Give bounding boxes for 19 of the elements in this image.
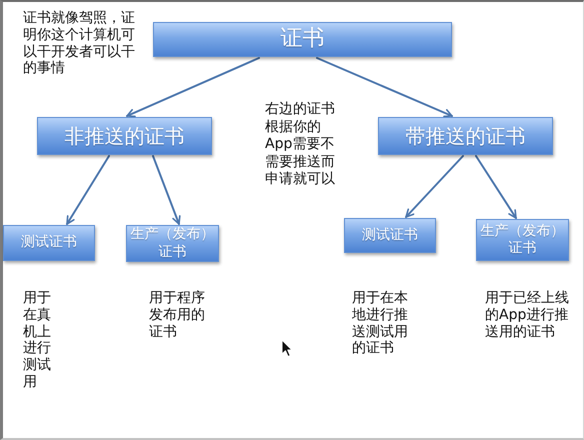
process-box: 测试证书 [3,225,95,261]
arrow [152,155,181,225]
description-text: 用于已经上线的App进行推送用的证书 [485,290,570,340]
description-text: 用于程序发布用的证书 [149,290,206,340]
process-box: 测试证书 [344,218,436,253]
process-box: 生产（发布）证书 [476,219,569,261]
note-text: 证书就像驾照，证明你这个计算机可以干开发者可以干的事情 [23,10,136,78]
process-box: 非推送的证书 [37,117,212,155]
process-box: 证书 [153,22,452,57]
note-text: 右边的证书根据你的App需要不需要推送而申请就可以 [265,101,336,188]
description-text: 用于在真机上进行测试用 [23,290,52,391]
description-text: 用于在本地进行推送测试用的证书 [352,290,409,358]
arrow [126,57,260,118]
process-box: 生产（发布）证书 [126,225,219,262]
arrow [66,155,110,225]
arrow [405,155,464,218]
arrow [475,155,517,219]
process-box: 带推送的证书 [378,117,553,155]
arrow [316,57,453,118]
